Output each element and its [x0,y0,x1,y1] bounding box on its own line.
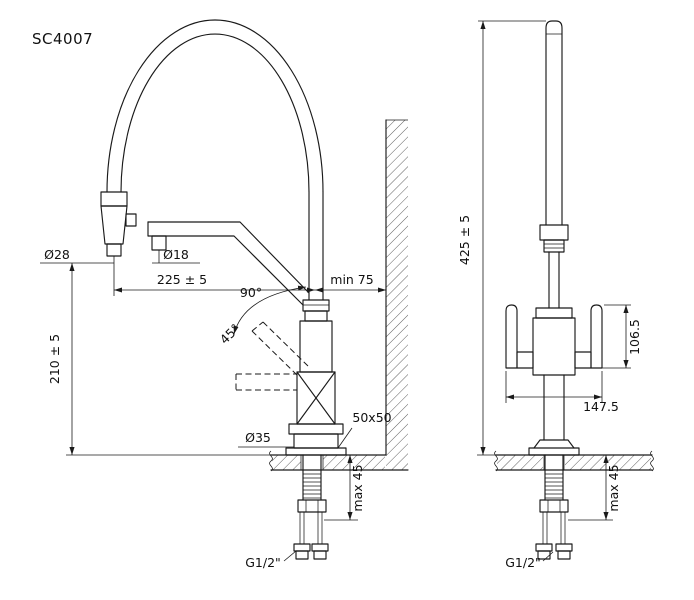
countertop-section-right [494,450,654,472]
faucet-body-front [516,307,592,456]
dim-max-deck-thickness-front: max 45 [606,464,621,511]
dim-max-deck-thickness-side: max 45 [350,464,365,511]
dim-swivel-angle: 90° [240,285,262,300]
dimensions-side-view: Ø28 Ø18 225 ± 5 min 75 90° 45° 210 ± 5 Ø… [40,247,392,570]
mounting-shank-and-hoses-left [293,454,329,560]
dim-wall-clearance: min 75 [330,272,373,287]
dim-spout-height: 210 ± 5 [47,334,62,384]
dim-overall-width: 147.5 [583,399,619,414]
dim-nozzle-diameter: Ø18 [163,247,189,262]
dim-spout-angle: 45° [217,321,243,347]
model-number: SC4007 [32,30,93,48]
wall-section [385,119,408,470]
dim-thread-size-side: G1/2" [245,555,281,570]
right-handle-lever [590,304,603,369]
dimensions-front-view: 425 ± 5 106.5 147.5 max 45 G1/2" [457,20,642,570]
dim-spout-reach: 225 ± 5 [157,272,207,287]
left-handle-lever [505,304,518,369]
mounting-shank-and-hoses-right [535,454,573,560]
front-view: 425 ± 5 106.5 147.5 max 45 G1/2" [457,20,654,570]
spout-pipe-front [539,20,569,309]
dim-spray-head-diameter: Ø28 [44,247,70,262]
gooseneck-spout [106,19,324,301]
dim-base-plate-size: 50x50 [352,410,391,425]
spray-head [100,191,137,257]
side-view: Ø28 Ø18 225 ± 5 min 75 90° 45° 210 ± 5 Ø… [40,19,409,570]
filter-spout-arm [147,221,310,306]
faucet-body-side [285,299,347,456]
countertop-section-left [269,450,409,472]
dim-handle-height: 106.5 [627,319,642,355]
dim-thread-size-front: G1/2" [505,555,541,570]
dim-body-diameter: Ø35 [245,430,271,445]
dim-overall-height: 425 ± 5 [457,215,472,265]
